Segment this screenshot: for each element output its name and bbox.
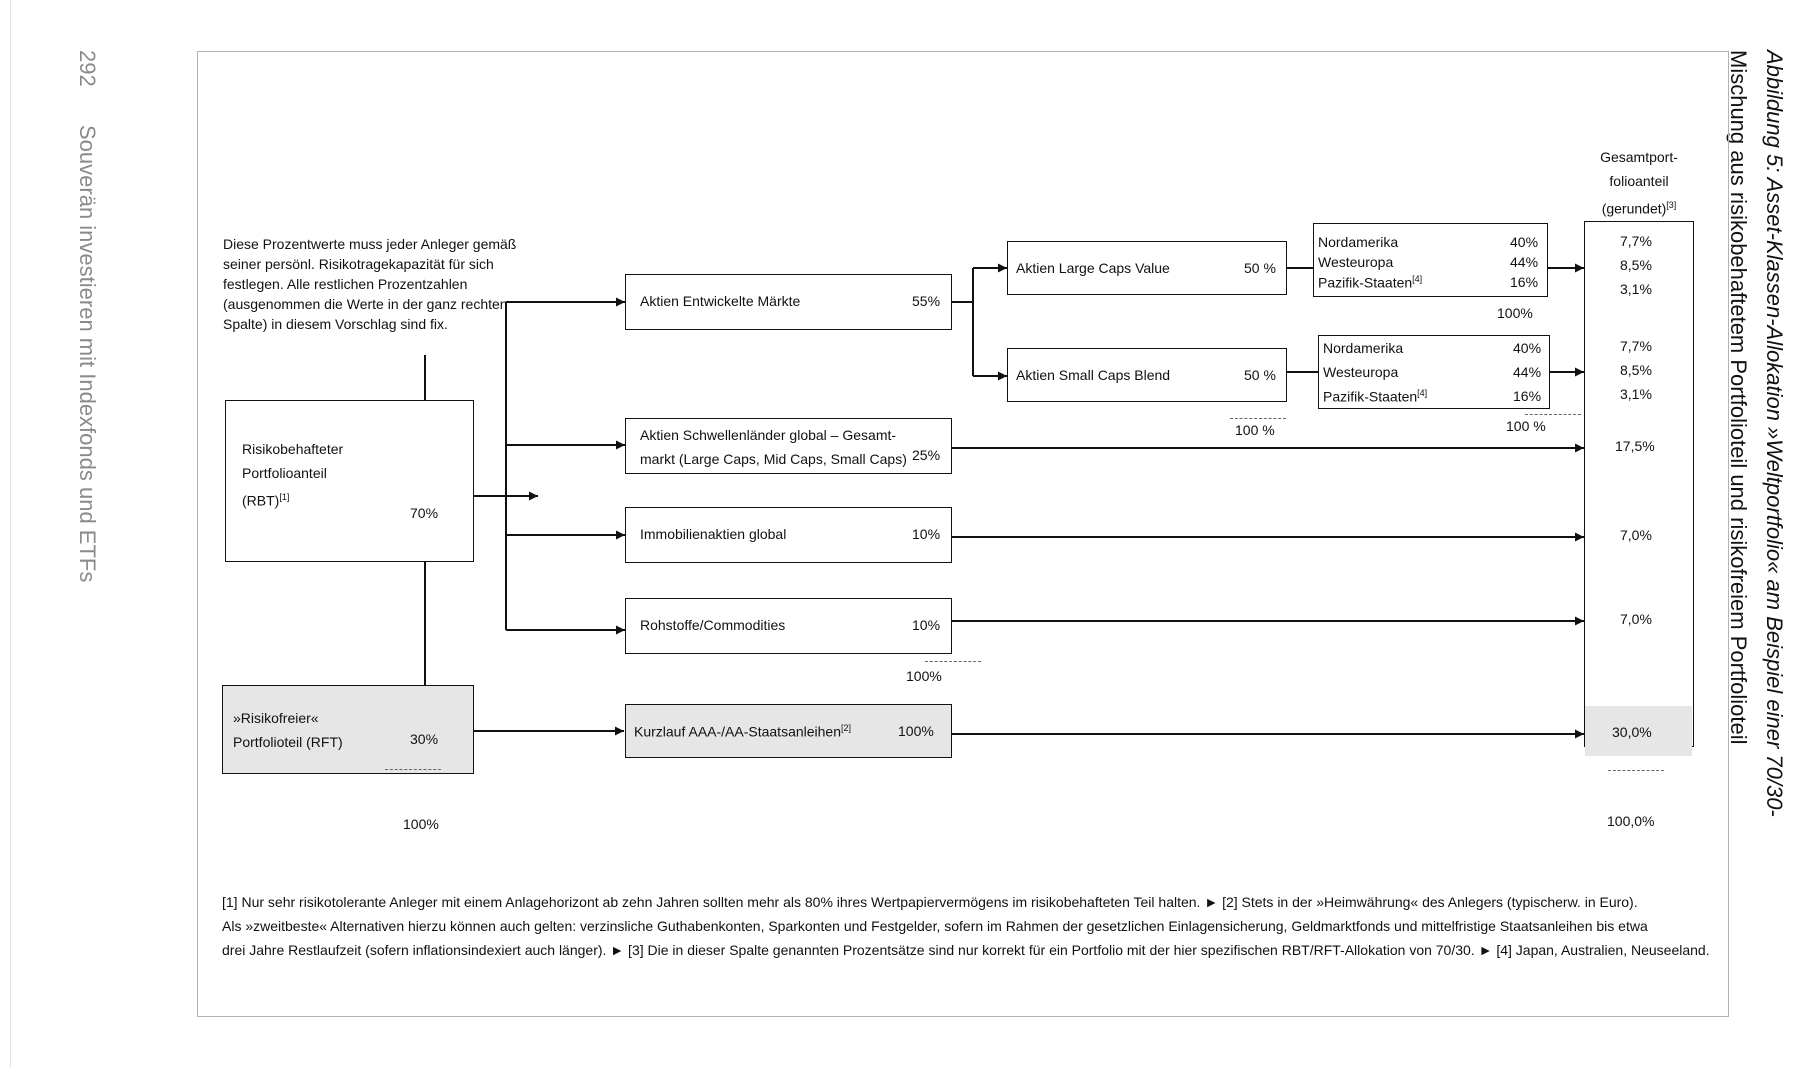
rft-pct: 30% <box>410 731 439 747</box>
real-estate-label: Immobilienaktien global <box>640 526 787 542</box>
rbt-label-line: Portfolioanteil <box>242 465 327 481</box>
emerging-label-line: markt (Large Caps, Mid Caps, Small Caps) <box>640 451 907 467</box>
note-line: (ausgenommen die Werte in der ganz recht… <box>223 296 508 312</box>
developed-markets-box: Aktien Entwickelte Märkte 55% <box>625 274 952 330</box>
rft-label: »Risikofreier« Portfolioteil (RFT) <box>233 706 343 754</box>
developed-markets-label: Aktien Entwickelte Märkte <box>640 293 801 309</box>
emerging-label-line: Aktien Schwellenländer global – Gesamt- <box>640 427 897 443</box>
totals-header: Gesamtport- folioanteil (gerundet)[3] <box>1584 145 1694 221</box>
large-caps-value-label: Aktien Large Caps Value <box>1016 260 1170 276</box>
total-value: 30,0% <box>1612 724 1652 740</box>
total-value: 7,0% <box>1620 527 1652 543</box>
regions-large-box: Nordamerika 40% Westeuropa 44% Pazifik-S… <box>1313 223 1548 297</box>
page-edge-line <box>10 0 11 1068</box>
sum-rule <box>925 661 981 662</box>
total-value: 3,1% <box>1620 281 1652 297</box>
footnote-ref: [3] <box>1666 200 1677 210</box>
real-estate-box: Immobilienaktien global 10% <box>625 507 952 563</box>
total-value: 17,5% <box>1615 438 1655 454</box>
footnote-line: Als »zweitbeste« Alternativen hierzu kön… <box>222 918 1648 934</box>
total-value: 7,7% <box>1620 233 1652 249</box>
region-pct: 40% <box>1513 340 1542 356</box>
large-caps-value-pct: 50 % <box>1244 260 1276 276</box>
emerging-markets-pct: 25% <box>912 447 941 463</box>
bonds-pct: 100% <box>898 723 934 739</box>
sum-rule <box>1230 418 1286 419</box>
bonds-label-text: Kurzlauf AAA-/AA-Staatsanleihen <box>634 723 842 740</box>
note-line: festlegen. Alle restlichen Prozentzahlen <box>223 276 468 292</box>
footnote-ref: [2] <box>841 723 852 733</box>
commodities-pct: 10% <box>912 617 941 633</box>
commodities-label: Rohstoffe/Commodities <box>640 617 786 633</box>
region-pct: 16% <box>1510 274 1539 290</box>
emerging-markets-label: Aktien Schwellenländer global – Gesamt- … <box>640 423 907 471</box>
developed-markets-pct: 55% <box>912 293 941 309</box>
small-caps-blend-pct: 50 % <box>1244 367 1276 383</box>
total-value: 8,5% <box>1620 257 1652 273</box>
region-name: Westeuropa <box>1323 364 1399 380</box>
rbt-label: Risikobehafteter Portfolioanteil (RBT)[1… <box>242 437 343 513</box>
note-line: Diese Prozentwerte muss jeder Anleger ge… <box>223 236 517 252</box>
totals-header-line: (gerundet) <box>1601 200 1667 217</box>
footnote-ref: [1] <box>279 492 290 502</box>
rft-total-shade <box>1585 706 1692 756</box>
large-caps-value-box: Aktien Large Caps Value 50 % <box>1007 241 1287 295</box>
real-estate-pct: 10% <box>912 526 941 542</box>
total-value: 8,5% <box>1620 362 1652 378</box>
rft-label-line: Portfolioteil (RFT) <box>233 734 343 750</box>
total-value: 3,1% <box>1620 386 1652 402</box>
region-pct: 16% <box>1513 388 1542 404</box>
rbt-box: Risikobehafteter Portfolioanteil (RBT)[1… <box>225 400 474 562</box>
region-name: Pazifik-Staaten[4] <box>1323 388 1427 405</box>
rbt-pct: 70% <box>410 505 439 521</box>
region-name: Nordamerika <box>1323 340 1404 356</box>
small-caps-blend-label: Aktien Small Caps Blend <box>1016 367 1171 383</box>
regions-large-total: 100% <box>1497 305 1533 321</box>
totals-header-line: folioanteil <box>1609 173 1669 189</box>
rbt-label-line: (RBT) <box>242 492 280 509</box>
commodities-box: Rohstoffe/Commodities 10% <box>625 598 952 654</box>
total-value: 7,7% <box>1620 338 1652 354</box>
region-name-text: Pazifik-Staaten <box>1323 388 1418 405</box>
sum-rule <box>385 769 441 770</box>
note-line: Spalte) in diesem Vorschlag sind fix. <box>223 316 448 332</box>
figure-frame <box>197 51 1729 1017</box>
footnote-ref: [4] <box>1412 274 1423 284</box>
totals-box <box>1584 221 1694 756</box>
region-name: Pazifik-Staaten[4] <box>1318 274 1422 291</box>
region-name: Westeuropa <box>1318 254 1394 270</box>
footnote-line: drei Jahre Restlaufzeit (sofern inflatio… <box>222 942 1710 958</box>
sum-rule <box>1608 770 1664 771</box>
caps-total: 100 % <box>1235 422 1275 438</box>
small-caps-blend-box: Aktien Small Caps Blend 50 % <box>1007 348 1287 402</box>
rbt-label-line: Risikobehafteter <box>242 441 344 457</box>
allocation-note: Diese Prozentwerte muss jeder Anleger ge… <box>223 234 516 334</box>
rft-box: »Risikofreier« Portfolioteil (RFT) 30% <box>222 685 474 774</box>
region-pct: 44% <box>1510 254 1539 270</box>
totals-header-line: Gesamtport- <box>1600 149 1678 165</box>
mid-total: 100% <box>906 668 942 684</box>
footnotes: [1] Nur sehr risikotolerante Anleger mit… <box>222 890 1710 962</box>
region-name: Nordamerika <box>1318 234 1399 250</box>
left-total: 100% <box>403 816 439 832</box>
grand-total: 100,0% <box>1607 813 1655 829</box>
bonds-box: Kurzlauf AAA-/AA-Staatsanleihen[2] 100% <box>625 704 952 758</box>
total-value: 7,0% <box>1620 611 1652 627</box>
footnote-ref: [4] <box>1417 388 1428 398</box>
note-line: seiner persönl. Risikotragekapazität für… <box>223 256 494 272</box>
regions-small-total: 100 % <box>1506 418 1546 434</box>
region-name-text: Pazifik-Staaten <box>1318 274 1413 291</box>
emerging-markets-box: Aktien Schwellenländer global – Gesamt- … <box>625 418 952 474</box>
region-pct: 40% <box>1510 234 1539 250</box>
bonds-label: Kurzlauf AAA-/AA-Staatsanleihen[2] <box>634 723 851 740</box>
footnote-line: [1] Nur sehr risikotolerante Anleger mit… <box>222 894 1638 910</box>
rft-label-line: »Risikofreier« <box>233 710 319 726</box>
regions-small-box: Nordamerika 40% Westeuropa 44% Pazifik-S… <box>1318 335 1550 409</box>
sum-rule <box>1525 414 1581 415</box>
region-pct: 44% <box>1513 364 1542 380</box>
